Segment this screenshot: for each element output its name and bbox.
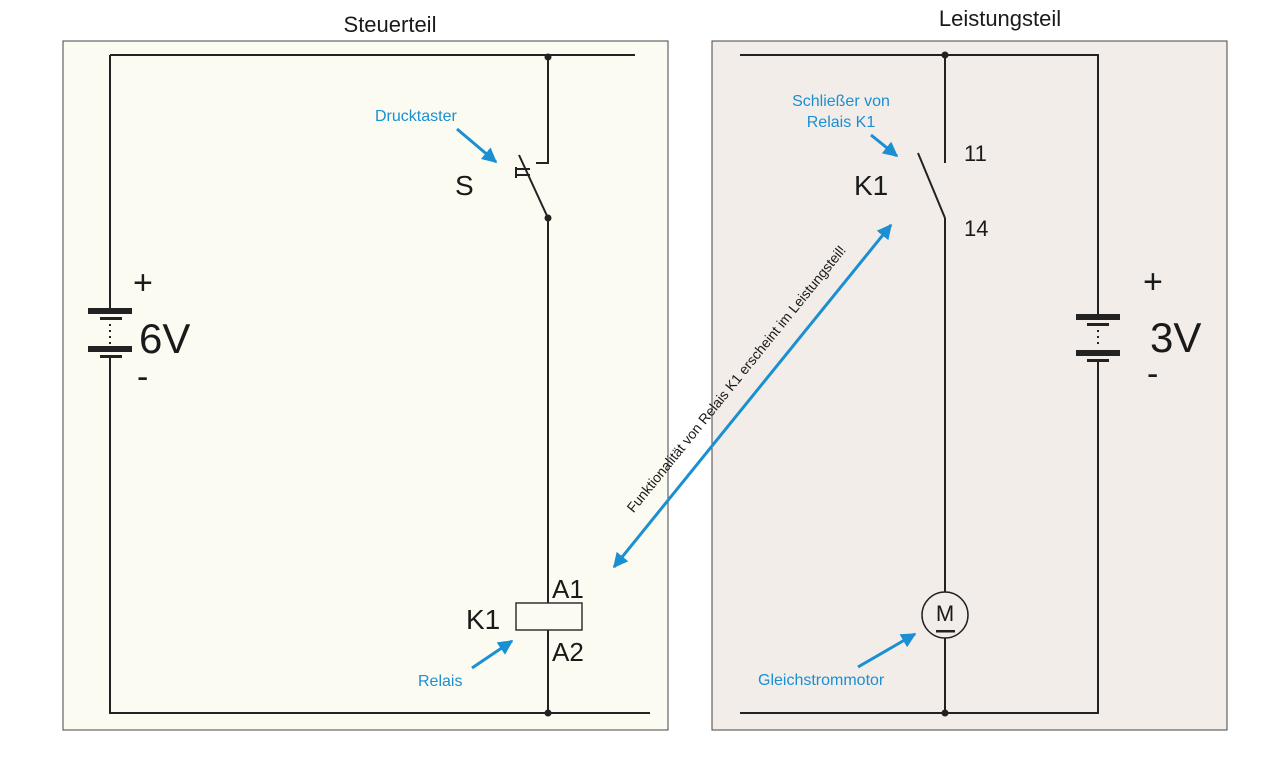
coil-terminal-a1: A1 — [552, 574, 584, 604]
drucktaster-annotation: Drucktaster — [375, 108, 457, 125]
motor-annotation: Gleichstrommotor — [758, 672, 885, 689]
battery-voltage-label: 6V — [139, 315, 190, 362]
pushbutton-contact — [518, 154, 549, 219]
control-circuit-panel: + 6V - S Drucktaster K1 A1 A2 Relais — [62, 40, 669, 731]
schliesser-annotation-line1: Schließer von — [792, 93, 890, 110]
switch-label: S — [455, 170, 474, 201]
relay-link-arrow — [612, 223, 893, 569]
battery-3v-icon — [1076, 314, 1120, 362]
pushbutton-actuator-icon — [515, 167, 530, 178]
coil-label: K1 — [466, 604, 500, 635]
terminal-14: 14 — [964, 216, 988, 241]
battery-minus-label: - — [1147, 355, 1158, 393]
battery-voltage-label: 3V — [1150, 314, 1201, 361]
relay-contact — [917, 152, 946, 219]
terminal-11: 11 — [964, 141, 987, 166]
schliesser-annotation-line2: Relais K1 — [807, 114, 876, 131]
title-steuerteil: Steuerteil — [344, 12, 437, 37]
title-leistungsteil: Leistungsteil — [939, 6, 1061, 31]
battery-plus-label: + — [133, 264, 153, 302]
battery-6v-icon — [88, 308, 132, 358]
svg-text:M: M — [936, 601, 954, 626]
battery-minus-label: - — [137, 358, 148, 396]
coil-terminal-a2: A2 — [552, 637, 584, 667]
battery-plus-label: + — [1143, 263, 1163, 301]
power-circuit-panel: 11 14 K1 Schließer von Relais K1 + 3V - … — [711, 40, 1228, 731]
dc-motor-icon: M — [921, 591, 969, 639]
relais-annotation: Relais — [418, 673, 462, 690]
relay-coil — [515, 602, 583, 631]
contact-label: K1 — [854, 170, 888, 201]
